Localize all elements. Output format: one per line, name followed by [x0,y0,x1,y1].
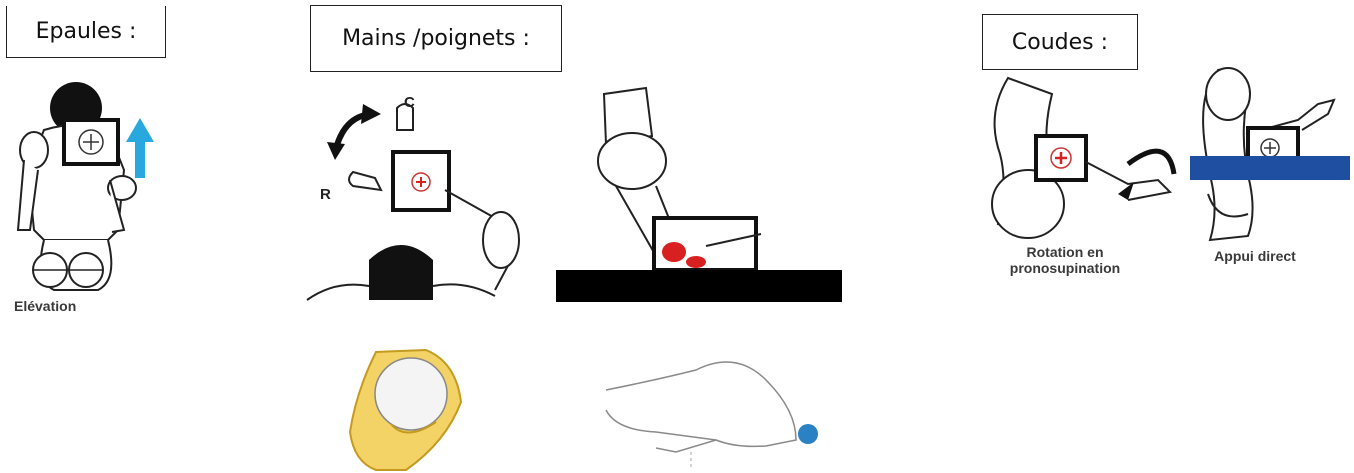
caption-appui-direct: Appui direct [1190,248,1320,264]
caption-rotation-line1: Rotation en [1000,244,1130,260]
wrist-direct-support-illustration [556,86,842,304]
section-label-coudes: Coudes : [982,14,1138,70]
elbow-pronosupination-illustration [978,74,1190,244]
wrist-rotation-illustration [305,90,545,305]
shoulder-elevation-illustration [14,80,164,300]
caption-elevation: Elévation [14,298,104,314]
label-c: C [404,94,415,111]
section-label-epaules: Epaules : [6,6,166,58]
section-title-coudes: Coudes : [1012,30,1108,55]
label-r: R [320,186,331,203]
caption-rotation-line2: pronosupination [1000,260,1130,276]
section-title-mains: Mains /poignets : [342,26,530,51]
elbow-direct-support-illustration [1188,64,1350,244]
hand-pinching-ball-illustration [596,340,826,473]
caption-rotation: Rotation en pronosupination [1000,244,1130,276]
section-label-mains: Mains /poignets : [310,5,562,72]
section-title-epaules: Epaules : [36,19,137,44]
hand-squeezing-ball-illustration [336,332,476,472]
